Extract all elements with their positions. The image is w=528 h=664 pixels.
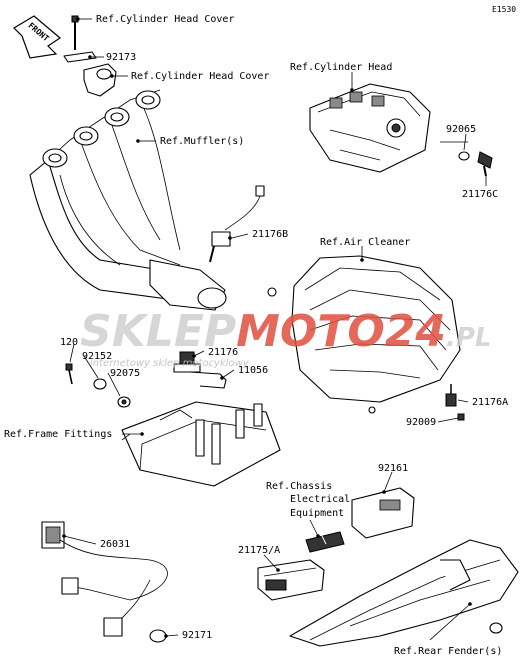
label-21176c: 21176C <box>462 189 498 200</box>
label-ref-frame-fittings: Ref.Frame Fittings <box>4 429 112 440</box>
frame-fittings-tray-part <box>121 401 281 487</box>
washer-92065-part <box>458 151 470 161</box>
watermark-brand-part2: MOTO <box>236 306 385 357</box>
label-ref-rear-fenders: Ref.Rear Fender(s) <box>394 646 502 657</box>
label-21175a: 21175/A <box>238 545 280 556</box>
label-ref-mufflers: Ref.Muffler(s) <box>160 136 244 147</box>
label-92075: 92075 <box>110 368 140 379</box>
label-21176: 21176 <box>208 347 238 358</box>
bolt-part <box>71 15 79 50</box>
sensor-21176a-part <box>445 384 457 407</box>
label-ref-chassis-line3: Equipment <box>290 508 344 519</box>
label-120: 120 <box>60 337 78 348</box>
bolt-92009-part <box>457 413 465 421</box>
label-21176a: 21176A <box>472 397 508 408</box>
watermark-tagline: internetowy sklep motocyklowy <box>90 358 250 369</box>
label-92152: 92152 <box>82 351 112 362</box>
connector-chassis-part <box>305 531 345 553</box>
label-26031: 26031 <box>100 539 130 550</box>
watermark-logo: SKLEPMOTO24.PL internetowy sklep motocyk… <box>80 306 491 369</box>
front-arrow-icon: FRONT <box>13 15 61 59</box>
elbow-fitting-part <box>83 63 117 97</box>
label-92171: 92171 <box>182 630 212 641</box>
label-92173: 92173 <box>106 52 136 63</box>
label-ref-cylinder-head-cover-2: Ref.Cylinder Head Cover <box>131 71 269 82</box>
grommet-92075-part <box>117 396 131 408</box>
rear-fender-part <box>289 539 519 647</box>
label-11056: 11056 <box>238 365 268 376</box>
label-ref-chassis-line1: Ref.Chassis <box>266 481 332 492</box>
diagram-code: E1530 <box>492 5 516 14</box>
air-cleaner-part <box>267 255 461 414</box>
clamp-92171-part <box>149 629 167 643</box>
watermark-brand: SKLEPMOTO24.PL <box>80 306 491 357</box>
exhaust-header-part <box>29 89 227 311</box>
leader-lines <box>62 17 487 641</box>
label-21176b: 21176B <box>252 229 288 240</box>
bracket-11056-part <box>189 371 227 389</box>
oxygen-sensor-21176b-part <box>209 185 265 263</box>
label-ref-chassis-line2: Electrical <box>290 494 350 505</box>
bolt-120-part <box>65 363 73 385</box>
clamp-92173-part <box>63 51 97 63</box>
watermark-brand-part4: .PL <box>446 323 492 353</box>
label-ref-air-cleaner: Ref.Air Cleaner <box>320 237 410 248</box>
label-92065: 92065 <box>446 124 476 135</box>
label-92009: 92009 <box>406 417 436 428</box>
watermark-brand-part3: 24 <box>385 306 446 357</box>
part-labels: Ref.Cylinder Head Cover 92173 Ref.Cylind… <box>4 14 508 657</box>
sensor-21176-part <box>173 351 201 373</box>
watermark-brand-part1: SKLEP <box>80 306 236 357</box>
wiring-harness-26031-part <box>41 521 168 637</box>
label-ref-cylinder-head: Ref.Cylinder Head <box>290 62 392 73</box>
cylinder-head-part <box>309 83 431 173</box>
sensor-21176c-part <box>477 151 493 177</box>
ecu-21175a-part <box>257 559 325 601</box>
label-ref-cylinder-head-cover-1: Ref.Cylinder Head Cover <box>96 14 234 25</box>
relay-92161-part <box>351 487 415 539</box>
collar-92152-part <box>93 378 107 390</box>
label-92161: 92161 <box>378 463 408 474</box>
